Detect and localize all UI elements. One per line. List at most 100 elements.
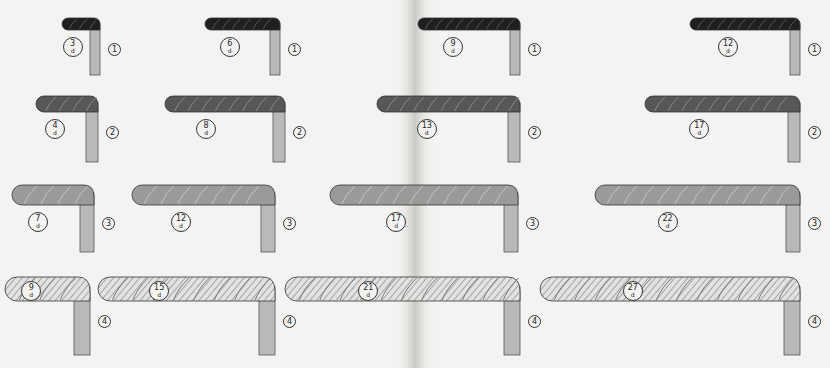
rope-twist <box>256 97 266 111</box>
twisted-rope <box>98 277 275 301</box>
rope-twist <box>435 19 443 29</box>
rope-twist <box>195 186 208 204</box>
twisted-rope <box>5 277 90 301</box>
circle-number: 27 <box>628 284 638 292</box>
rope-twist <box>738 19 746 29</box>
twisted-rope <box>330 185 518 205</box>
rope-twist <box>441 97 451 111</box>
twisted-rope <box>12 185 94 205</box>
circle-number: 12 <box>176 215 186 223</box>
rope-twist <box>476 19 484 29</box>
twisted-rope <box>36 96 98 112</box>
rope-twist <box>212 186 225 204</box>
rope-twist <box>575 278 590 300</box>
circled-number: 22d <box>658 212 678 232</box>
rope-twist <box>75 186 88 204</box>
rope-twist <box>178 186 191 204</box>
rope-twist <box>359 186 372 204</box>
rope-twist <box>554 278 569 300</box>
rope-twist <box>60 278 75 300</box>
rope-twist <box>595 278 610 300</box>
rope-twist <box>212 19 220 29</box>
rope-twist <box>58 186 71 204</box>
row-number: 1 <box>808 43 821 56</box>
rope-twist <box>188 97 198 111</box>
rope-twist <box>253 19 261 29</box>
rope-twist <box>718 19 726 29</box>
circle-number: 17 <box>391 215 401 223</box>
rope-twist <box>675 186 688 204</box>
rope-twist <box>468 97 478 111</box>
circle-number: 22 <box>662 215 672 223</box>
row-number: 3 <box>102 217 115 230</box>
rope-twist <box>697 19 705 29</box>
rope-twist <box>400 97 410 111</box>
rope-twist <box>760 186 773 204</box>
rope-twist <box>709 97 719 111</box>
row-number: 3 <box>808 217 821 230</box>
twisted-rope <box>205 18 280 30</box>
rope-twist <box>461 186 474 204</box>
circled-number: 12d <box>718 37 738 57</box>
rope-twist <box>387 97 397 111</box>
rope-twist <box>320 278 335 300</box>
rope-twist <box>442 278 457 300</box>
circle-number: 8 <box>203 122 208 130</box>
circle-letter: d <box>666 223 670 229</box>
rope-twist <box>463 278 478 300</box>
rope-twist <box>692 186 705 204</box>
rope-twist <box>503 278 518 300</box>
twisted-rope <box>62 18 100 30</box>
twisted-rope <box>645 96 800 112</box>
rope-twist <box>707 19 715 29</box>
rope-twist <box>410 186 423 204</box>
rope-twist <box>422 278 437 300</box>
rope-twist <box>243 97 253 111</box>
circled-number: 9d <box>21 281 41 301</box>
rope-twist <box>656 278 671 300</box>
rope-twist <box>682 97 692 111</box>
rope-twist <box>723 97 733 111</box>
rope-twist <box>718 278 733 300</box>
rope-twist <box>456 19 464 29</box>
circled-number: 7d <box>28 212 48 232</box>
rope-twist <box>376 186 389 204</box>
rope-twist <box>658 186 671 204</box>
rope-twist <box>777 97 787 111</box>
rope-twist <box>73 97 83 111</box>
rope-twist <box>41 186 54 204</box>
row-number: 4 <box>283 315 296 328</box>
twisted-rope <box>540 277 800 301</box>
rope-twist <box>112 278 127 300</box>
circle-letter: d <box>29 292 33 298</box>
rope-twist <box>86 97 96 111</box>
circle-letter: d <box>394 223 398 229</box>
circle-number: 7 <box>35 215 40 223</box>
circled-number: 15d <box>149 281 169 301</box>
rope-twist <box>677 278 692 300</box>
rope-twist <box>486 19 494 29</box>
rope-twist <box>133 278 148 300</box>
rope-twist <box>758 278 773 300</box>
rope-twist <box>777 186 790 204</box>
rope-twist <box>59 97 69 111</box>
rope-twist <box>202 97 212 111</box>
circled-number: 13d <box>417 119 437 139</box>
rope-twist <box>750 97 760 111</box>
rope-twist <box>728 19 736 29</box>
rope-twist <box>401 278 416 300</box>
rope-twist <box>769 19 777 29</box>
rope-twist <box>90 19 98 29</box>
rope-twist <box>414 97 424 111</box>
circle-number: 21 <box>363 284 373 292</box>
rope-twist <box>235 278 250 300</box>
row-number: 4 <box>528 315 541 328</box>
row-number: 4 <box>98 315 111 328</box>
rope-twist <box>243 19 251 29</box>
rope-twist <box>174 278 189 300</box>
rope-twist <box>229 186 242 204</box>
rope-twist <box>340 278 355 300</box>
row-number: 3 <box>526 217 539 230</box>
circle-letter: d <box>631 292 635 298</box>
